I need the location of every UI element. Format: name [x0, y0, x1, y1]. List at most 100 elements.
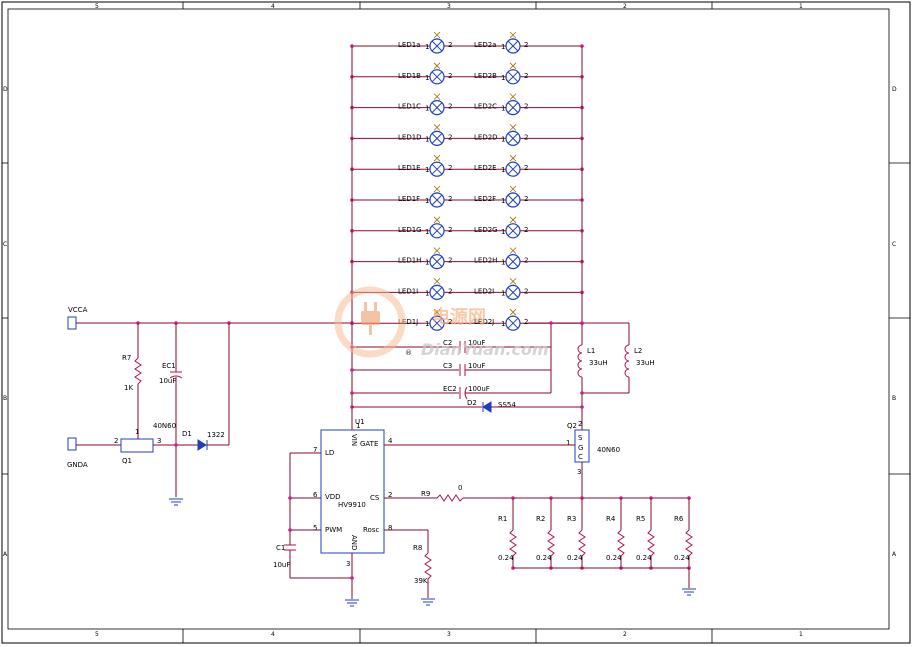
led-pin2: 2	[448, 287, 452, 295]
led-pin2: 2	[448, 103, 452, 111]
zone-ruler-top: 5 4 3 2 1 5 4 3 2 1	[95, 2, 803, 643]
led-pin2: 2	[448, 133, 452, 141]
sense-resistor-ref: R2	[536, 515, 545, 523]
led-pin2: 2	[524, 103, 528, 111]
zone-ruler-side: D C B A D C B A	[2, 86, 910, 558]
r7-resistor: R7 1K	[122, 323, 142, 430]
r8-ref: R8	[413, 544, 422, 552]
led-pin2: 2	[524, 318, 528, 326]
u1-pin5: 5	[313, 524, 317, 532]
r9-value: 0	[458, 484, 462, 492]
led-pin2: 2	[448, 164, 452, 172]
q2-ref: Q2	[567, 422, 577, 430]
d2-diode: D2 SS54	[352, 399, 584, 413]
c2-value: 10uF	[468, 339, 485, 347]
zone-top-3: 3	[447, 3, 451, 10]
r9-resistor: R9 0	[384, 484, 689, 502]
zone-bottom-2: 2	[623, 631, 627, 638]
led-ref: LED1G	[398, 226, 422, 234]
led-pin2: 2	[448, 72, 452, 80]
led-pin1: 1	[501, 259, 505, 267]
led-pin1: 1	[501, 43, 505, 51]
q2-pin2: 2	[578, 420, 582, 428]
led-pin2: 2	[448, 195, 452, 203]
ec1-value: 10uF	[159, 377, 176, 385]
l1-ref: L1	[587, 347, 595, 355]
r8-resistor: R8 39K	[384, 529, 435, 606]
led-pin2: 2	[524, 72, 528, 80]
led-ref: LED2B	[474, 72, 497, 80]
r7-ref: R7	[122, 354, 131, 362]
c1-capacitor: C1 10uF	[273, 544, 352, 579]
q1-pin2: 2	[114, 437, 118, 445]
c2-ref: C2	[443, 339, 452, 347]
zone-right-b: B	[892, 395, 896, 402]
ec2-capacitor: EC2 100uF	[352, 385, 551, 400]
led-pin1: 1	[501, 166, 505, 174]
zone-top-4: 4	[271, 3, 275, 10]
zone-right-d: D	[892, 86, 897, 93]
led-pin2: 2	[448, 257, 452, 265]
u1-pin1: 1	[356, 422, 360, 430]
sense-resistor-3: R30.24	[567, 496, 586, 570]
led-pin2: 2	[524, 226, 528, 234]
q2-pin1: 1	[566, 439, 570, 447]
gnda-port: GNDA	[67, 437, 88, 469]
ec1-capacitor: EC1 10uF	[159, 323, 183, 506]
zone-top-2: 2	[623, 3, 627, 10]
c3-value: 10uF	[468, 362, 485, 370]
led-pin2: 2	[524, 195, 528, 203]
led-pin2: 2	[524, 133, 528, 141]
sense-resistor-6: R60.24	[674, 496, 693, 570]
led-pin1: 1	[501, 135, 505, 143]
c1-ref: C1	[276, 544, 285, 552]
sense-resistor-ref: R5	[636, 515, 645, 523]
q1-value: 40N60	[153, 422, 176, 430]
led-pin1: 1	[425, 74, 429, 82]
led-ref: LED1H	[398, 257, 421, 265]
vcca-label: VCCA	[68, 306, 88, 314]
led-ref: LED2D	[474, 133, 498, 141]
led-pin1: 1	[425, 320, 429, 328]
led-ref: LED2H	[474, 257, 497, 265]
led-ref: LED1C	[398, 103, 421, 111]
q2-pin3: 3	[577, 468, 581, 476]
zone-bottom-4: 4	[271, 631, 275, 638]
sense-resistor-4: R40.24	[606, 496, 625, 570]
q1-pin3: 3	[157, 437, 161, 445]
q1-pin1: 1	[135, 428, 139, 436]
l2-inductor: L2 33uH	[582, 323, 655, 394]
led-ref: LED2G	[474, 226, 498, 234]
d2-value: SS54	[498, 401, 516, 409]
led-pin1: 1	[501, 197, 505, 205]
led-pin1: 1	[425, 43, 429, 51]
led-ref: LED1I	[398, 287, 418, 295]
led-ref: LED1J	[398, 318, 418, 326]
u1-pin6: 6	[313, 491, 318, 499]
zone-left-c: C	[3, 241, 7, 248]
q2-value: 40N60	[597, 446, 620, 454]
zone-bottom-3: 3	[447, 631, 451, 638]
c3-ref: C3	[443, 362, 452, 370]
led-pin1: 1	[501, 320, 505, 328]
led-pin1: 1	[501, 228, 505, 236]
u1-pwm: PWM	[325, 526, 342, 534]
led-pin1: 1	[425, 197, 429, 205]
led-ref: LED2C	[474, 103, 497, 111]
plug-icon	[361, 302, 380, 335]
led-ref: LED2I	[474, 287, 494, 295]
l1-value: 33uH	[589, 359, 608, 367]
sense-resistor-ref: R6	[674, 515, 684, 523]
led-pin2: 2	[524, 41, 528, 49]
ec2-ref: EC2	[443, 385, 457, 393]
u1-rosc: Rosc	[363, 526, 379, 534]
